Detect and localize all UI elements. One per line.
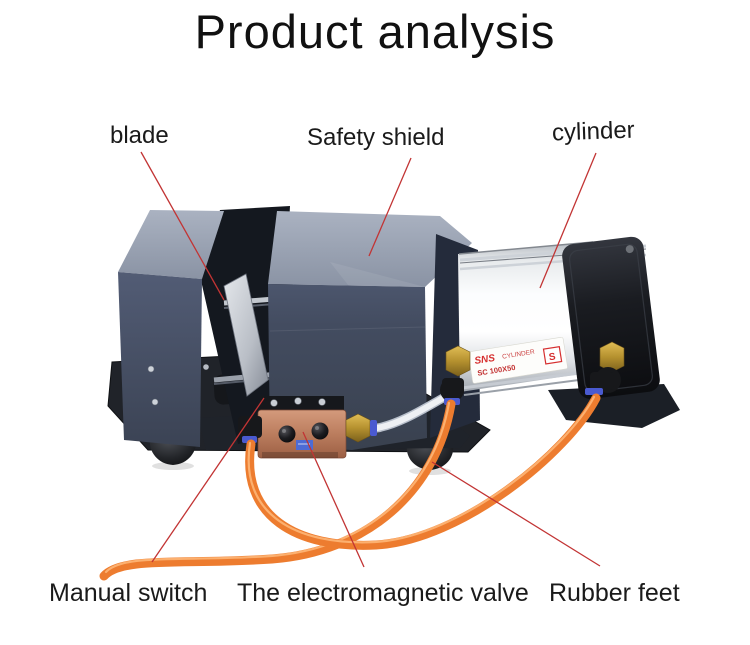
sticker-logo xyxy=(542,345,563,365)
sticker-logo-glyph: S xyxy=(548,351,557,363)
valve-knob xyxy=(278,425,296,443)
leader-line-safety-shield xyxy=(368,157,412,257)
electromagnetic-valve-part xyxy=(238,396,377,459)
leader-line-rubber-feet xyxy=(431,461,601,567)
cylinder-sticker: SNS CYLINDER SC 100X50 S xyxy=(467,336,568,384)
page-title: Product analysis xyxy=(194,5,556,58)
label-electromagnetic-valve: The electromagnetic valve xyxy=(237,579,529,607)
label-rubber-feet: Rubber feet xyxy=(549,579,680,607)
air-tubes xyxy=(99,393,601,581)
cylinder-part: SNS CYLINDER SC 100X50 S xyxy=(372,236,660,433)
leader-lines xyxy=(140,151,601,568)
label-blade: blade xyxy=(110,122,169,149)
blade-part xyxy=(223,273,269,397)
cylinder-end-cap xyxy=(562,236,660,399)
blade-guard-housing xyxy=(118,210,224,447)
leader-line-manual-switch xyxy=(151,397,265,563)
cylinder-port-fitting-right xyxy=(585,341,625,395)
leader-line-electromagnetic-valve xyxy=(302,431,365,568)
label-safety-shield: Safety shield xyxy=(307,124,445,151)
air-tube-left xyxy=(99,399,456,581)
valve-label-sticker xyxy=(296,440,313,450)
label-cylinder: cylinder xyxy=(551,116,636,147)
leader-line-blade xyxy=(140,151,225,301)
sticker-brand-text: SNS xyxy=(474,353,496,367)
leader-line-cylinder xyxy=(539,152,597,289)
label-manual-switch: Manual switch xyxy=(49,579,208,607)
valve-knob xyxy=(311,422,329,440)
